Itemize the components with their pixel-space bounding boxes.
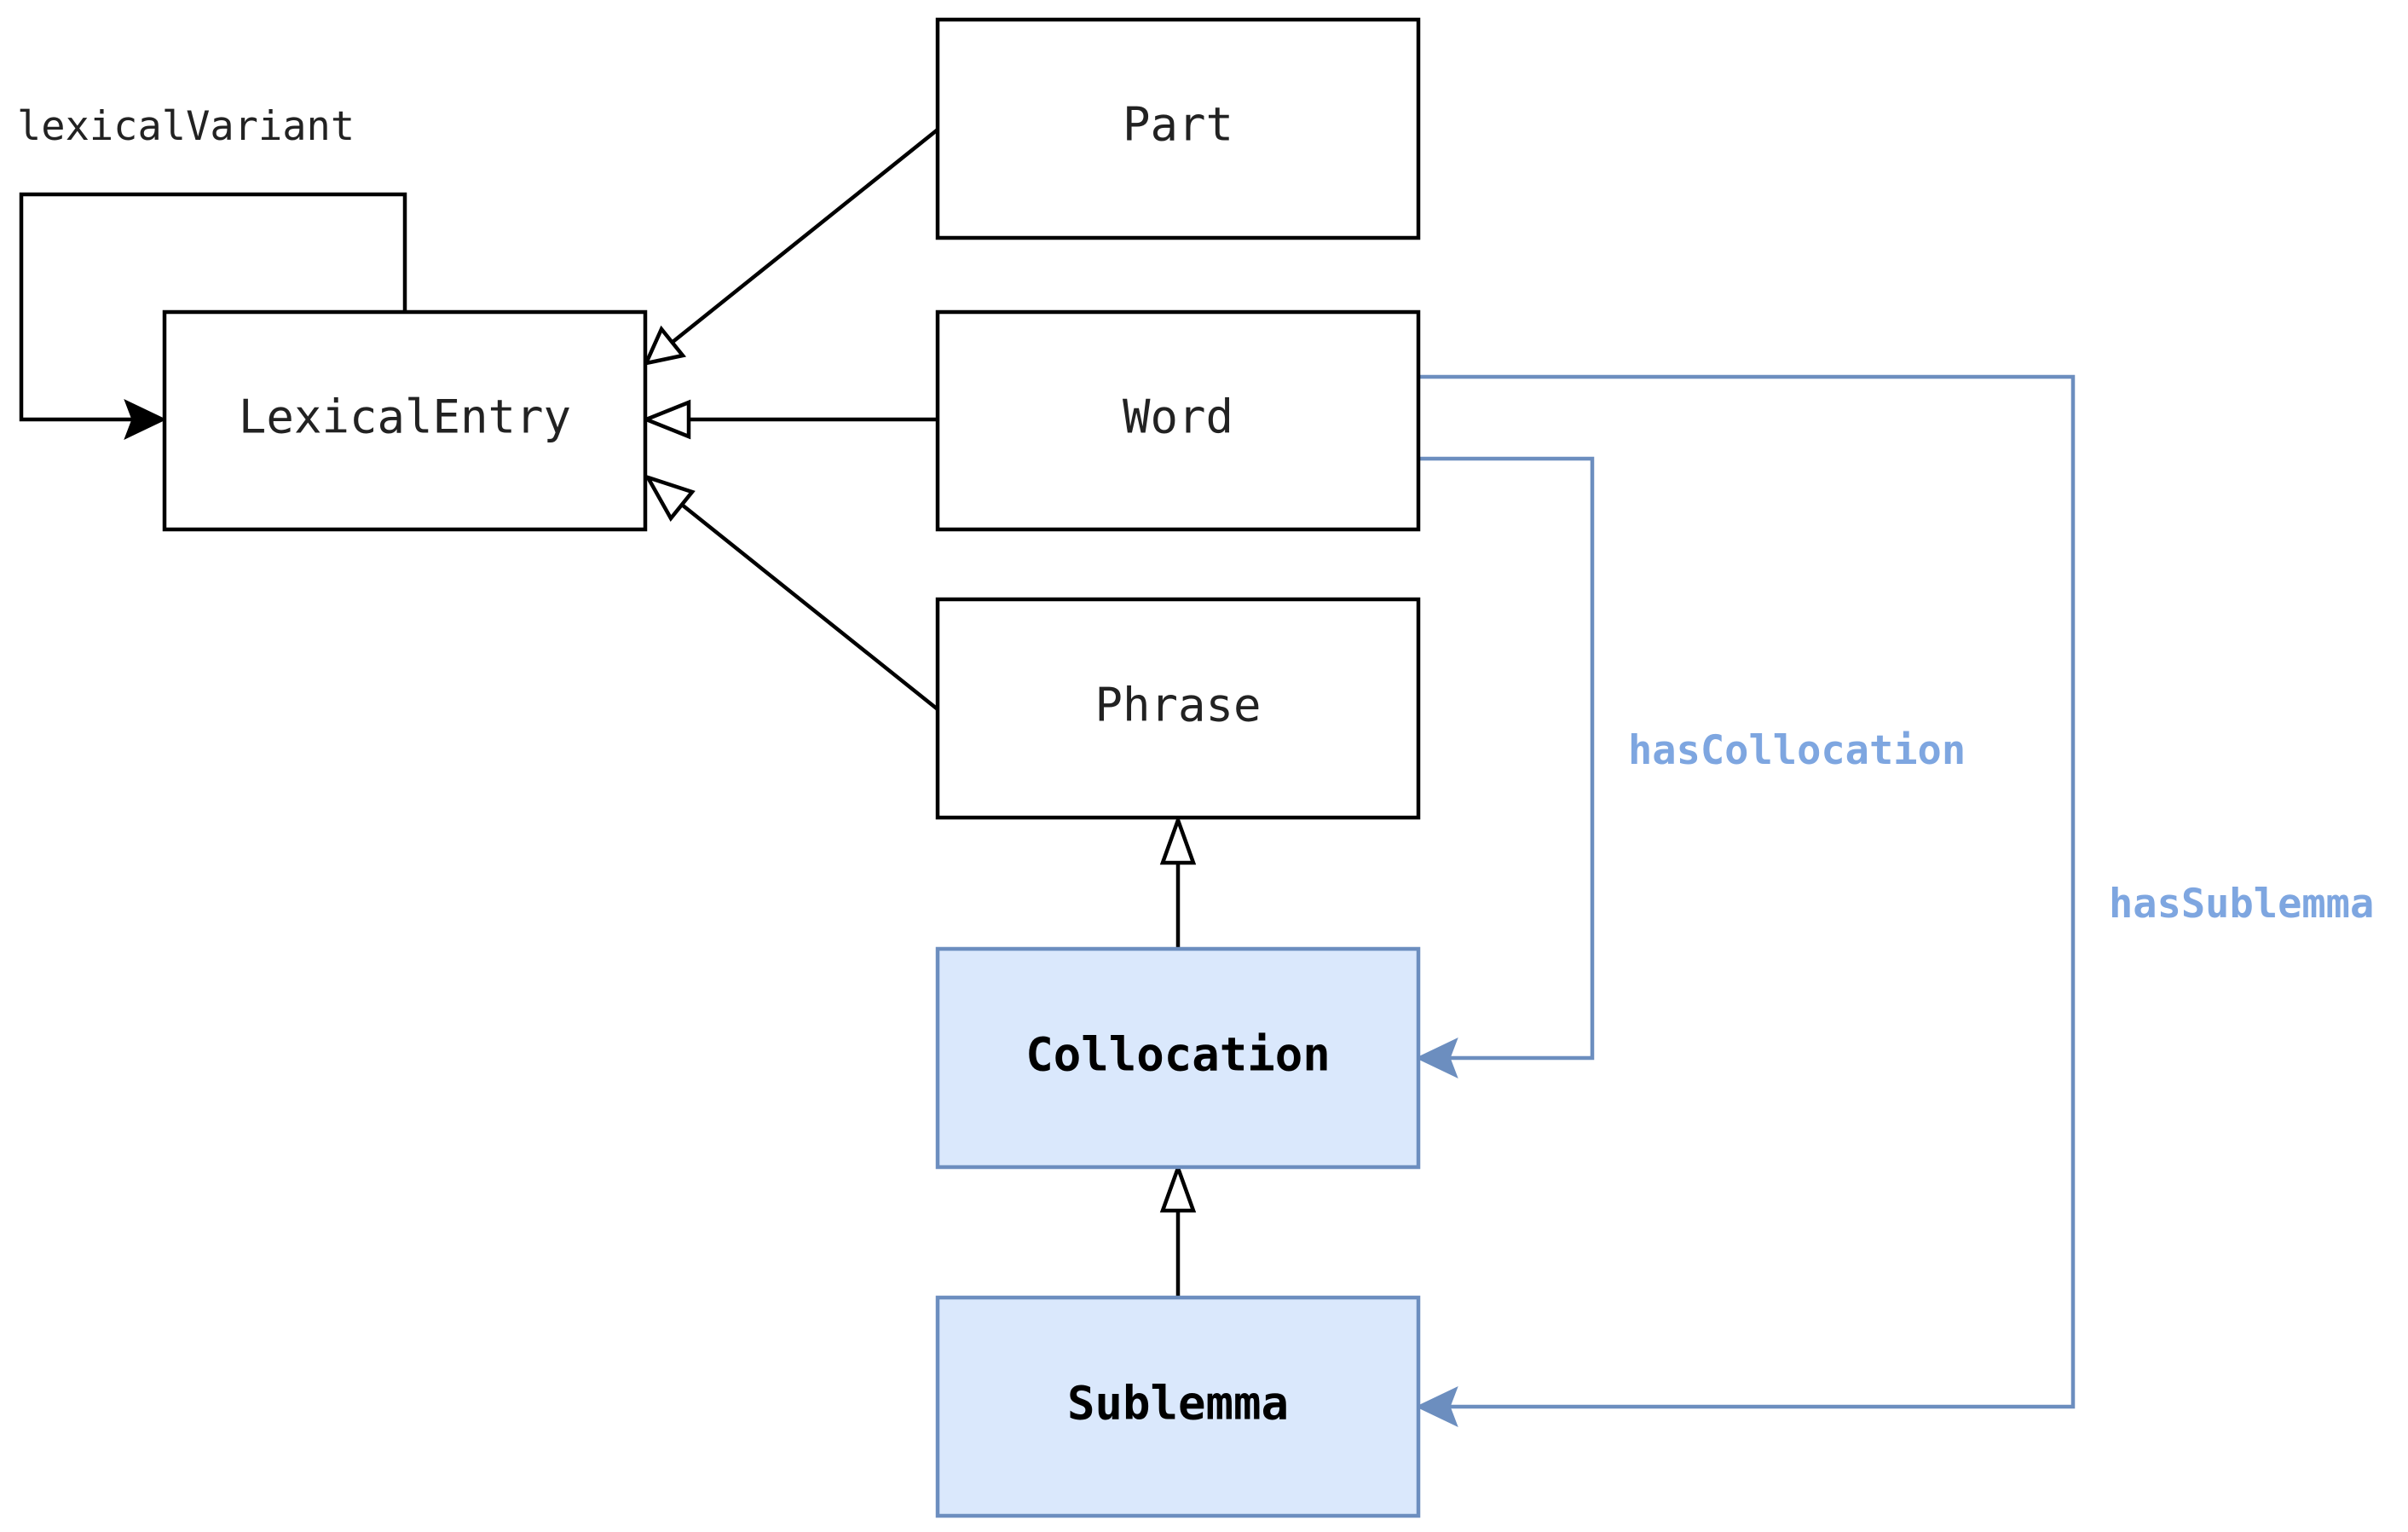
edge-lexical-variant [19, 192, 407, 440]
edge-part-generalization [643, 128, 939, 367]
edge-label-has-collocation: hasCollocation [1628, 727, 1966, 774]
node-lexical-entry[interactable]: LexicalEntry [162, 309, 648, 532]
node-collocation-label: Collocation [1025, 1028, 1331, 1082]
node-word-label: Word [1123, 390, 1233, 444]
node-sublemma-label: Sublemma [1067, 1377, 1289, 1431]
edge-has-collocation [1415, 456, 1595, 1078]
node-lexical-entry-label: LexicalEntry [239, 390, 571, 444]
edge-label-has-sublemma: hasSublemma [2109, 881, 2374, 928]
node-word[interactable]: Word [935, 309, 1421, 532]
edge-sublemma-generalization [1159, 1162, 1197, 1298]
edge-collocation-generalization [1159, 814, 1197, 948]
node-phrase-label: Phrase [1094, 679, 1261, 732]
node-collocation[interactable]: Collocation [935, 946, 1421, 1170]
edge-has-sublemma [1415, 374, 2076, 1427]
node-sublemma[interactable]: Sublemma [935, 1295, 1421, 1518]
edge-word-generalization [640, 399, 938, 440]
node-phrase[interactable]: Phrase [935, 597, 1421, 820]
edge-phrase-generalization [644, 474, 939, 711]
node-part-label: Part [1123, 98, 1233, 152]
edge-label-lexical-variant: lexicalVariant [17, 103, 355, 150]
node-part[interactable]: Part [935, 17, 1421, 240]
